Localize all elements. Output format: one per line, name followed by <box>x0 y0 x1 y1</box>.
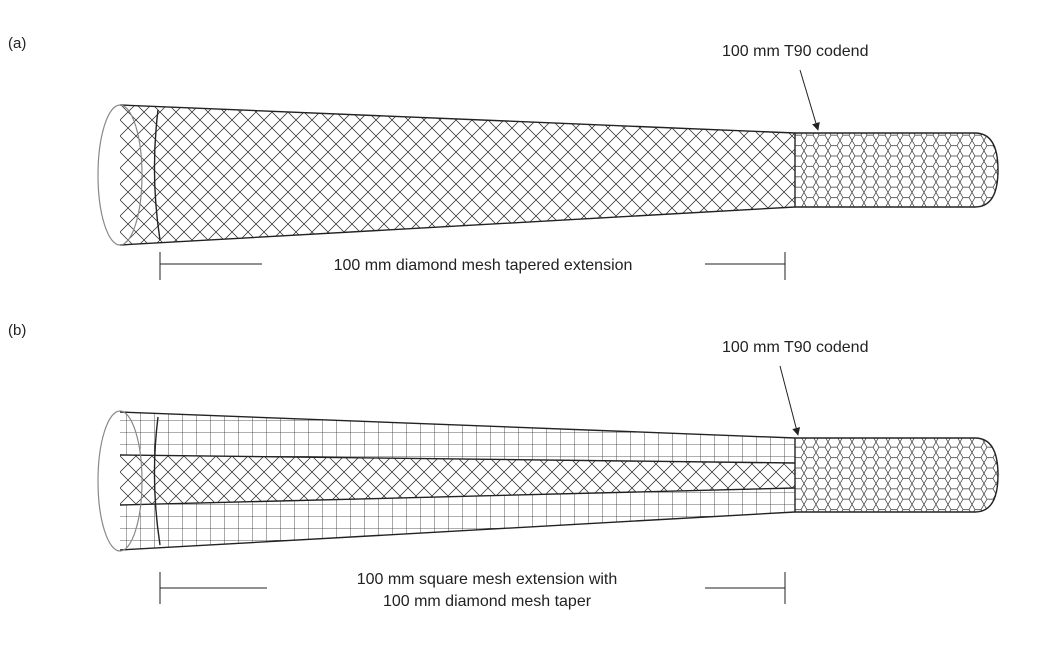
panel-a-diamond-extension <box>120 105 795 245</box>
panel-b-opening-rim <box>97 410 143 552</box>
panel-a-codend-arrow <box>799 69 820 131</box>
panel-b-extension-dimension: 100 mm square mesh extension with 100 mm… <box>159 571 786 610</box>
panel-a-extension-label: 100 mm diamond mesh tapered extension <box>334 257 633 274</box>
panel-a-t90-codend <box>795 133 998 207</box>
panel-a: (a) 100 mm T90 codend 100 mm diamond mes… <box>8 35 999 280</box>
panel-b-codend-label: 100 mm T90 codend <box>722 339 868 356</box>
panel-a-extension-dimension: 100 mm diamond mesh tapered extension <box>159 252 786 280</box>
panel-b-codend-arrow <box>779 365 801 436</box>
panel-a-codend-label: 100 mm T90 codend <box>722 43 868 60</box>
panel-b-label: (b) <box>8 322 26 339</box>
panel-a-opening-rim <box>97 104 143 246</box>
panel-a-label: (a) <box>8 35 26 52</box>
panel-b: (b) 100 mm T90 codend <box>8 322 999 610</box>
panel-b-extension-label-line1: 100 mm square mesh extension with <box>357 571 618 588</box>
panel-b-t90-codend <box>795 438 998 512</box>
panel-b-extension-label-line2: 100 mm diamond mesh taper <box>383 593 592 610</box>
